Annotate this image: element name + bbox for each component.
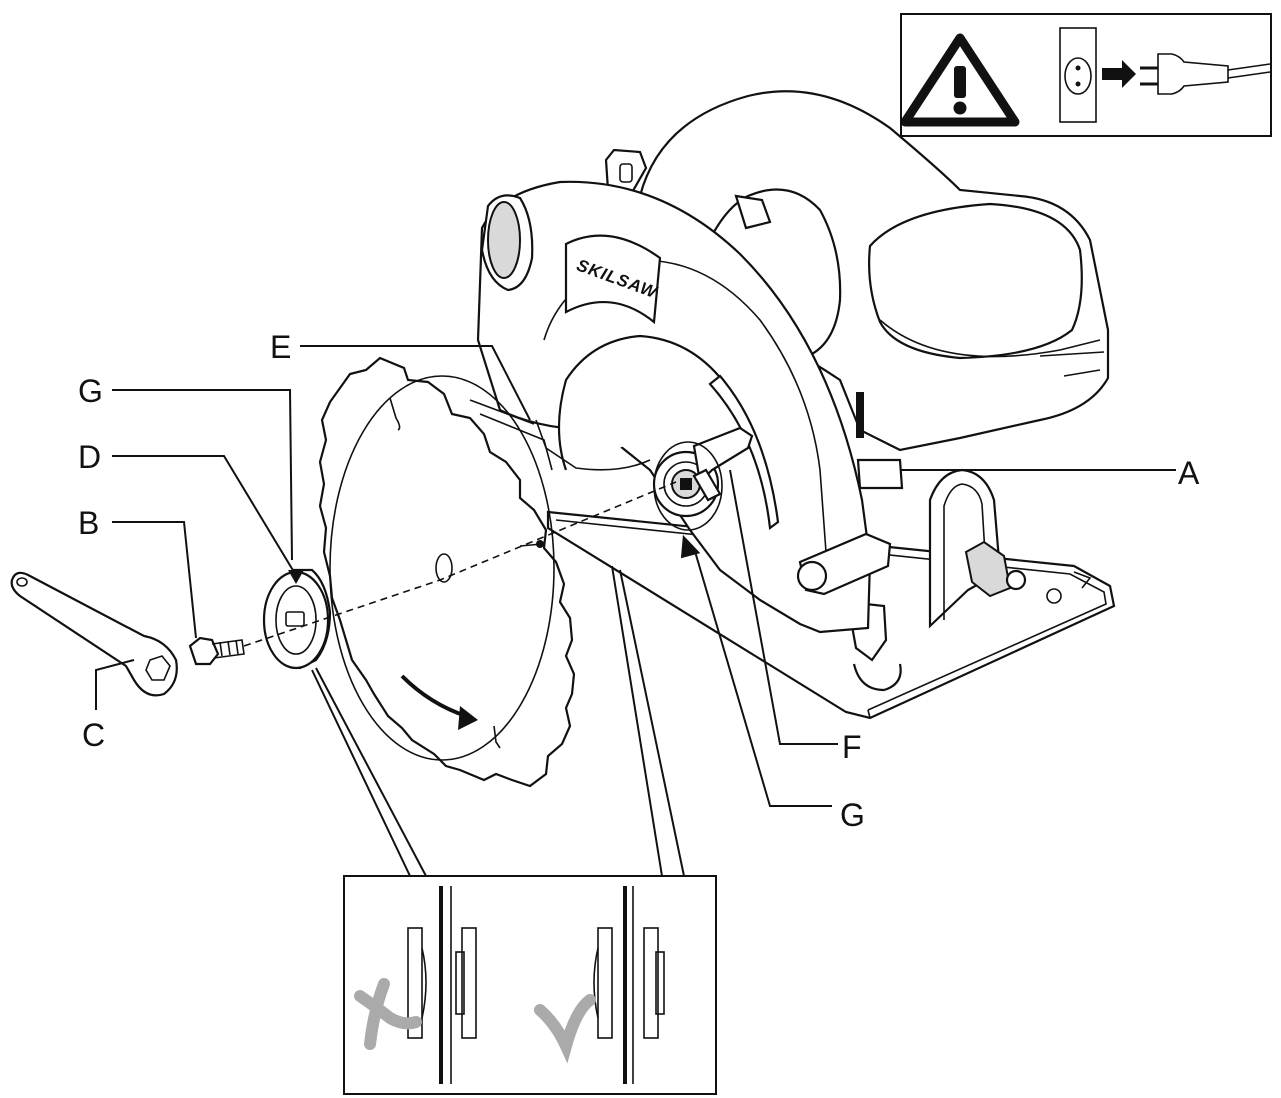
right-orientation [534, 886, 665, 1084]
saw-blade [318, 356, 576, 788]
saw-housing [469, 90, 1110, 634]
label-g-right: G [840, 797, 865, 833]
outer-flange [262, 568, 332, 670]
check-mark-icon [534, 994, 596, 1064]
label-e: E [270, 329, 291, 365]
label-d: D [78, 439, 101, 475]
label-b: B [78, 505, 99, 541]
warning-triangle-icon [900, 33, 1020, 127]
warning-box [900, 13, 1272, 137]
unplug-from-socket-icon [1059, 27, 1271, 123]
label-c: C [82, 717, 105, 753]
label-g-left: G [78, 373, 103, 409]
rear-bracket [928, 468, 1027, 629]
blade-bolt [188, 636, 245, 666]
wrong-orientation [354, 886, 477, 1084]
leader-lines [95, 345, 1176, 877]
inner-flange [653, 441, 723, 531]
spanner-wrench [10, 571, 178, 697]
label-f: F [842, 729, 862, 765]
flange-orientation-inset [343, 875, 717, 1095]
assembly-axis [243, 481, 677, 647]
label-a: A [1178, 455, 1200, 491]
cross-mark-icon [364, 978, 390, 1050]
